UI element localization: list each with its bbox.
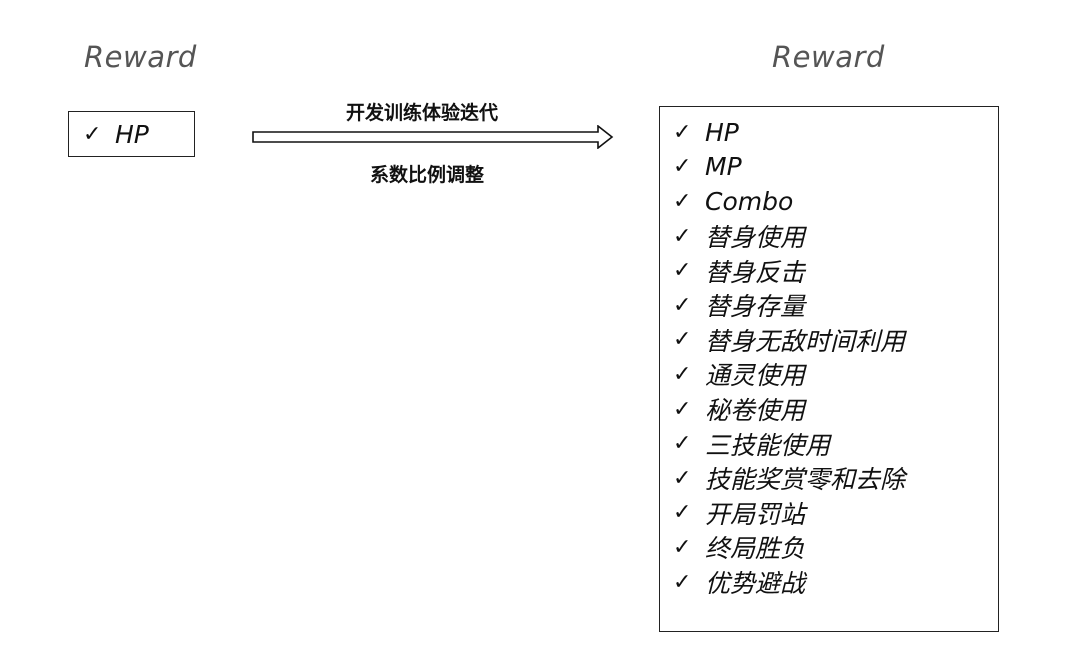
right-reward-box: ✓ HP ✓ MP ✓ Combo ✓ 替身使用 ✓ 替身反击 ✓ 替身存量 ✓ 替身无敌时间利用 ✓ 通灵使…	[659, 106, 999, 632]
reward-item-label: HP	[115, 119, 149, 149]
reward-item-label: HP	[705, 117, 739, 147]
reward-item: ✓ HP	[69, 112, 194, 156]
check-icon: ✓	[673, 500, 692, 526]
reward-item: ✓ 终局胜负	[660, 530, 998, 565]
check-icon: ✓	[673, 534, 692, 560]
check-icon: ✓	[673, 361, 692, 387]
reward-item: ✓ 优势避战	[660, 565, 998, 600]
reward-item: ✓ 通灵使用	[660, 357, 998, 392]
reward-item: ✓ 开局罚站	[660, 496, 998, 531]
reward-item-label: 通灵使用	[705, 361, 806, 391]
reward-item-label: 替身存量	[705, 292, 806, 322]
left-reward-title: Reward	[84, 40, 197, 74]
reward-item-label: 开局罚站	[705, 499, 806, 529]
check-icon: ✓	[673, 154, 692, 180]
reward-item-label: 替身反击	[705, 257, 806, 287]
reward-item: ✓ 三技能使用	[660, 426, 998, 461]
reward-item-label: Combo	[705, 186, 794, 216]
reward-item-label: 优势避战	[705, 569, 806, 599]
reward-item-label: 替身使用	[705, 223, 806, 253]
reward-item-label: 替身无敌时间利用	[705, 326, 906, 356]
check-icon: ✓	[673, 327, 692, 353]
check-icon: ✓	[83, 121, 102, 147]
reward-item-label: 技能奖赏零和去除	[705, 465, 906, 495]
reward-item: ✓ 技能奖赏零和去除	[660, 461, 998, 496]
reward-item: ✓ 替身反击	[660, 253, 998, 288]
check-icon: ✓	[673, 258, 692, 284]
check-icon: ✓	[673, 119, 692, 145]
reward-item: ✓ HP	[660, 115, 998, 150]
check-icon: ✓	[673, 396, 692, 422]
arrow-top-caption: 开发训练体验迭代	[346, 102, 499, 124]
reward-item: ✓ 替身存量	[660, 288, 998, 323]
reward-item: ✓ 秘卷使用	[660, 392, 998, 427]
check-icon: ✓	[673, 223, 692, 249]
reward-item-label: 三技能使用	[705, 430, 831, 460]
check-icon: ✓	[673, 569, 692, 595]
check-icon: ✓	[673, 188, 692, 214]
check-icon: ✓	[673, 465, 692, 491]
arrow-bottom-caption: 系数比例调整	[370, 164, 485, 186]
reward-item: ✓ 替身无敌时间利用	[660, 323, 998, 358]
reward-item: ✓ 替身使用	[660, 219, 998, 254]
reward-item-label: 终局胜负	[705, 534, 806, 564]
check-icon: ✓	[673, 431, 692, 457]
right-reward-title: Reward	[772, 40, 885, 74]
reward-item: ✓ Combo	[660, 184, 998, 219]
reward-item: ✓ MP	[660, 150, 998, 185]
reward-item-label: 秘卷使用	[705, 396, 806, 426]
check-icon: ✓	[673, 292, 692, 318]
left-reward-box: ✓ HP	[68, 111, 195, 157]
reward-item-label: MP	[705, 152, 742, 182]
right-arrow-icon	[252, 125, 614, 149]
